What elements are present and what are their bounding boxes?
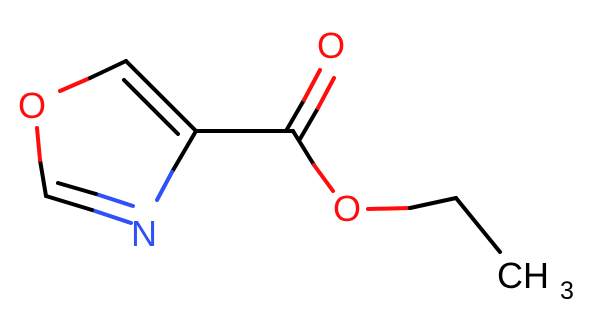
bond-c5-c4-double <box>122 78 180 136</box>
bond-carbonyl-left-oxygen <box>302 68 322 102</box>
methyl-subscript: 3 <box>560 277 574 305</box>
bond-ester-ch2-oxygen <box>366 206 412 211</box>
bond-n3-c2-nitrogen <box>90 208 133 225</box>
ring-oxygen-label: O <box>18 85 46 126</box>
bond-c4-n3 <box>170 129 198 174</box>
bond-c4-n3-nitrogen <box>155 170 174 202</box>
bond-carbonyl-left-carbon <box>284 98 306 133</box>
carbonyl-oxygen-label: O <box>317 25 345 66</box>
bond-carboxyl-ester-carbon <box>291 129 316 167</box>
bond-o1-c5-carbon <box>88 59 128 80</box>
bond-carboxyl-ester-oxygen <box>312 163 335 193</box>
bond-c2-o1 <box>38 158 48 198</box>
bond-n3-c2-double-nitrogen <box>94 192 135 208</box>
bond-c2-o1-oxygen <box>35 126 42 162</box>
bond-n3-c2 <box>44 194 94 212</box>
bond-c5-c4 <box>124 59 198 133</box>
methyl-label: CH <box>497 255 549 296</box>
bond-o1-c5 <box>58 76 92 93</box>
nitrogen-label: N <box>131 213 157 254</box>
ester-oxygen-label: O <box>333 188 361 229</box>
bond-n3-c2-double <box>56 181 98 196</box>
bond-carbonyl-right-carbon <box>298 106 320 141</box>
bond-ester-ch2 <box>408 196 458 210</box>
bond-carbonyl-right-oxygen <box>316 76 336 110</box>
bond-ch2-ch3 <box>454 196 502 254</box>
